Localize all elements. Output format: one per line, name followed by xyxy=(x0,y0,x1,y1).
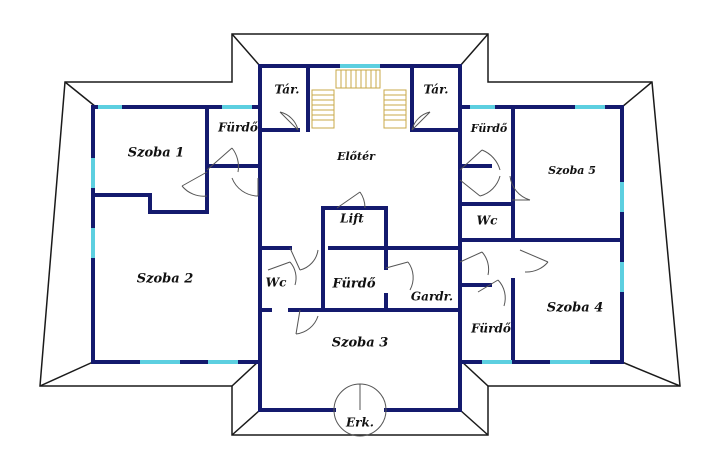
room-label-tar-right: Tár. xyxy=(424,83,449,97)
room-label-eloter: Előtér xyxy=(336,150,376,163)
room-label-wc-right: Wc xyxy=(477,214,498,228)
outer-outline xyxy=(39,33,681,436)
room-label-tar-left: Tár. xyxy=(275,83,300,97)
room-label-erkely: Erk. xyxy=(345,416,374,430)
room-label-szoba-3: Szoba 3 xyxy=(332,336,389,351)
room-label-szoba-1: Szoba 1 xyxy=(128,146,185,161)
room-label-szoba-5: Szoba 5 xyxy=(548,164,596,177)
room-label-furdo-right-top: Fürdő xyxy=(470,122,508,135)
room-label-lift: Lift xyxy=(339,212,364,226)
room-label-gardrob: Gardr. xyxy=(411,290,453,304)
room-label-szoba-2: Szoba 2 xyxy=(137,272,194,287)
room-label-furdo-left: Fürdő xyxy=(217,121,258,135)
room-label-furdo-right-bottom: Fürdő xyxy=(470,322,511,336)
room-label-furdo-center: Fürdő xyxy=(331,277,375,292)
staircase xyxy=(311,69,407,129)
door-swings xyxy=(181,111,549,437)
windows xyxy=(91,64,624,364)
room-label-szoba-4: Szoba 4 xyxy=(547,301,604,316)
room-label-wc-left: Wc xyxy=(266,276,287,290)
